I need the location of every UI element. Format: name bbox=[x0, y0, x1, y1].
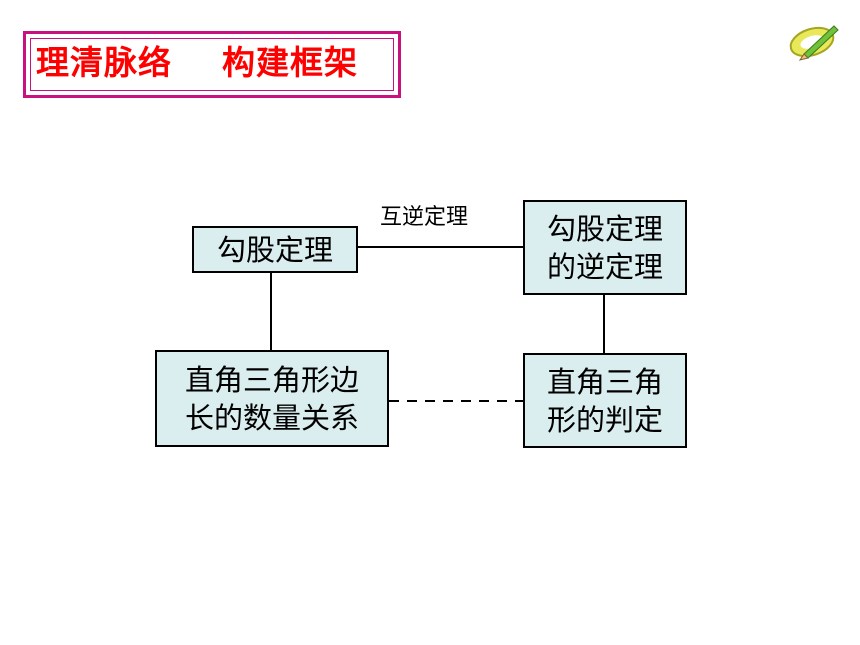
node-side-relation: 直角三角形边 长的数量关系 bbox=[155, 350, 389, 447]
title-inner-border bbox=[30, 38, 394, 91]
node-label-line2: 形的判定 bbox=[546, 402, 663, 437]
node-label-line1: 勾股定理 bbox=[546, 211, 663, 246]
node-pythagorean-theorem: 勾股定理 bbox=[192, 226, 358, 273]
page-title: 理清脉络 构建框架 bbox=[36, 43, 358, 82]
node-right-triangle-test: 直角三角 形的判定 bbox=[523, 353, 687, 448]
node-label-line2: 长的数量关系 bbox=[184, 400, 359, 435]
edge-label-mutual-inverse: 互逆定理 bbox=[380, 205, 469, 230]
node-converse-theorem: 勾股定理 的逆定理 bbox=[523, 200, 687, 295]
pencil-icon bbox=[789, 25, 839, 61]
node-label-line2: 的逆定理 bbox=[546, 249, 663, 284]
title-banner: 理清脉络 构建框架 bbox=[23, 31, 401, 98]
node-label-line1: 直角三角形边 bbox=[184, 362, 359, 397]
node-label: 勾股定理 bbox=[216, 232, 333, 267]
node-label-line1: 直角三角 bbox=[546, 364, 663, 399]
